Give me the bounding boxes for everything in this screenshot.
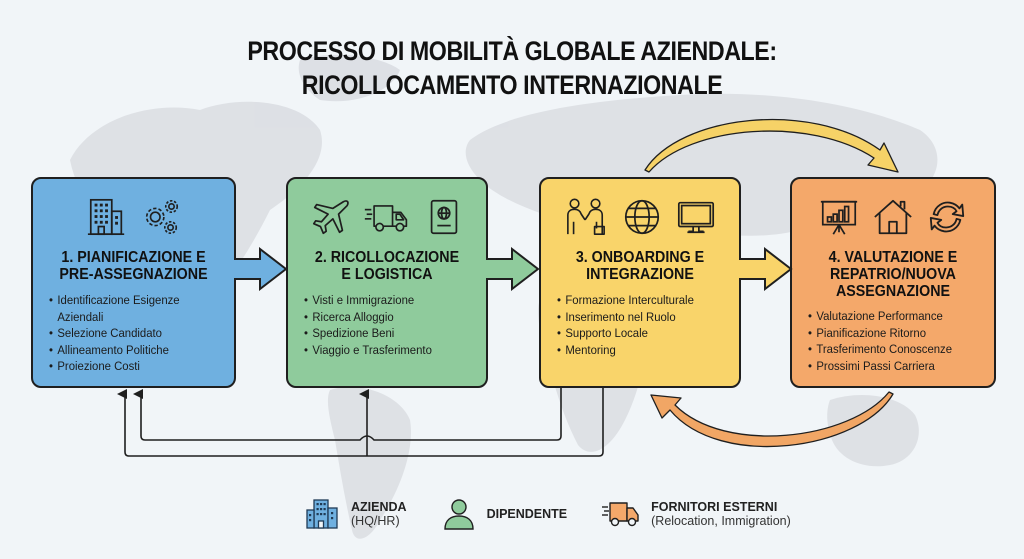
list-item: Identificazione Esigenze Aziendali [49,292,212,325]
list-item: Spedizione Beni [304,325,464,342]
legend-item-fornitori: FORNITORI ESTERNI (Relocation, Immigrati… [601,498,791,530]
curved-arrow-4-to-3 [650,391,894,448]
monitor-icon [677,201,715,234]
list-item: Formazione Interculturale [557,292,717,309]
step-2-card: 2. RICOLLOCAZIONE E LOGISTICA Visti e Im… [286,177,488,388]
list-item: Supporto Locale [557,325,717,342]
step-3-list: Formazione Interculturale Inserimento ne… [551,292,729,358]
legend-label: FORNITORI ESTERNI [651,500,778,514]
handshake-icon [567,198,605,235]
arrow-step2-to-step3 [486,247,540,291]
title-line-1: PROCESSO DI MOBILITÀ GLOBALE AZIENDALE: [247,36,777,66]
list-item: Visti e Immigrazione [304,292,464,309]
step-3-card: 3. ONBOARDING E INTEGRAZIONE Formazione … [539,177,741,388]
list-item: Ricerca Alloggio [304,309,464,326]
step-3-title: 3. ONBOARDING E INTEGRAZIONE [575,249,705,283]
list-item: Inserimento nel Ruolo [557,309,717,326]
feedback-line-inner [133,388,562,441]
house-icon [874,199,912,235]
moving-truck-icon [602,502,639,527]
list-item: Pianificazione Ritorno [808,325,972,342]
office-building-icon [87,198,124,236]
step-1-list: Identificazione Esigenze Aziendali Selez… [43,292,224,375]
presentation-chart-icon [820,200,858,235]
list-item: Viaggio e Trasferimento [304,342,464,359]
gears-icon [145,199,178,235]
step-2-title: 2. RICOLLOCAZIONE E LOGISTICA [314,249,460,283]
list-item: Trasferimento Conoscenze [808,341,972,358]
globe-icon [624,199,660,235]
list-item: Allineamento Politiche [49,342,212,359]
person-icon [443,499,474,530]
airplane-icon [312,200,349,235]
step-1-title: 1. PIANIFICAZIONE E PRE-ASSEGNAZIONE [59,249,208,283]
step-4-list: Valutazione Performance Pianificazione R… [802,308,984,374]
list-item: Mentoring [557,342,717,359]
legend-item-azienda: AZIENDA (HQ/HR) [305,498,407,530]
list-item: Selezione Candidato [49,325,212,342]
legend: AZIENDA (HQ/HR) DIPENDENTE FORNITORI EST… [305,494,825,534]
step-4-card: 4. VALUTAZIONE E REPATRIO/NUOVA ASSEGNAZ… [790,177,996,388]
list-item: Prossimi Passi Carriera [808,358,972,375]
refresh-cycle-icon [929,201,965,233]
arrow-step1-to-step2 [234,247,288,291]
legend-label: DIPENDENTE [486,507,568,521]
legend-sublabel: (HQ/HR) [351,514,400,528]
passport-icon [430,199,458,235]
list-item: Proiezione Costi [49,358,212,375]
legend-sublabel: (Relocation, Immigration) [651,514,791,528]
legend-label: AZIENDA [351,500,407,514]
step-2-list: Visti e Immigrazione Ricerca Alloggio Sp… [298,292,476,358]
page-title: PROCESSO DI MOBILITÀ GLOBALE AZIENDALE: … [72,34,953,102]
step-1-card: 1. PIANIFICAZIONE E PRE-ASSEGNAZIONE Ide… [31,177,236,388]
feedback-line-outer [117,388,604,457]
list-item: Valutazione Performance [808,308,972,325]
title-line-2: RICOLLOCAMENTO INTERNAZIONALE [301,70,723,100]
legend-item-dipendente: DIPENDENTE [441,498,568,530]
step-4-title: 4. VALUTAZIONE E REPATRIO/NUOVA ASSEGNAZ… [828,249,958,300]
curved-arrow-3-to-4 [644,118,899,173]
moving-truck-icon [364,205,408,232]
arrow-step3-to-step4 [739,247,793,291]
office-building-icon [306,499,338,529]
